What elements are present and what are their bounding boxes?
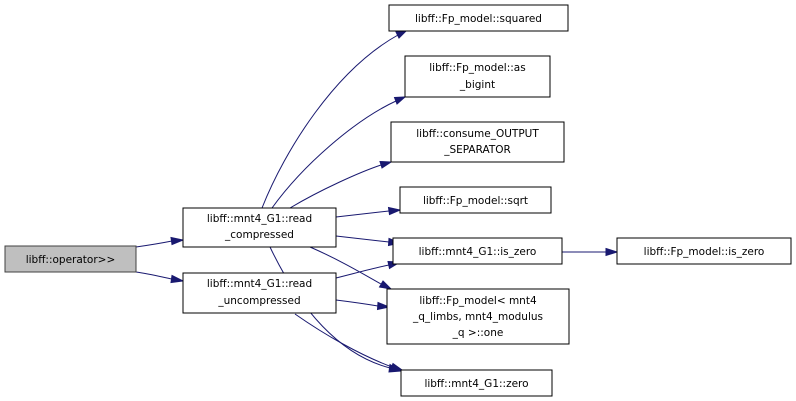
node-label: libff::Fp_model::is_zero (644, 246, 765, 258)
edge-read-compressed-to-g1-is-zero (335, 235, 402, 247)
node-label: libff::mnt4_G1::zero (424, 378, 528, 390)
edge-read-uncompressed-to-zero (294, 313, 404, 371)
node-label: libff::operator>> (26, 254, 116, 266)
edge-read-compressed-to-squared (261, 29, 409, 209)
node-mnt4-g1-is-zero[interactable]: libff::mnt4_G1::is_zero (392, 237, 563, 265)
node-label: _SEPARATOR (443, 144, 511, 156)
node-label: _bigint (459, 79, 495, 91)
nodes-layer: libff::operator>> libff::mnt4_G1::read _… (4, 4, 792, 397)
node-consume-output-separator[interactable]: libff::consume_OUTPUT _SEPARATOR (390, 121, 565, 163)
node-fp-model-squared[interactable]: libff::Fp_model::squared (388, 4, 569, 32)
edge-g1-is-zero-to-fp-is-zero (562, 247, 619, 257)
node-label: _uncompressed (217, 295, 300, 307)
node-label: libff::mnt4_G1::read (207, 213, 312, 225)
node-fp-model-sqrt[interactable]: libff::Fp_model::sqrt (399, 186, 552, 214)
node-label: libff::consume_OUTPUT (416, 128, 539, 140)
node-label: libff::Fp_model::as (429, 62, 525, 74)
node-fp-model-as-bigint[interactable]: libff::Fp_model::as _bigint (404, 55, 551, 98)
edge-read-compressed-to-one (309, 246, 393, 290)
node-label: libff::Fp_model< mnt4 (419, 295, 537, 307)
node-mnt4-g1-zero[interactable]: libff::mnt4_G1::zero (400, 369, 553, 397)
node-fp-model-is-zero[interactable]: libff::Fp_model::is_zero (616, 237, 792, 265)
node-label: _compressed (224, 229, 294, 241)
node-label: libff::mnt4_G1::read (207, 278, 312, 290)
edge-read-compressed-to-as-bigint (271, 96, 407, 209)
node-read-uncompressed[interactable]: libff::mnt4_G1::read _uncompressed (182, 272, 337, 314)
node-label: _q >::one (452, 327, 504, 339)
node-operator-shift-right[interactable]: libff::operator>> (4, 245, 137, 273)
edge-root-to-read-compressed (135, 236, 185, 248)
node-fp-model-one[interactable]: libff::Fp_model< mnt4 _q_limbs, mnt4_mod… (386, 288, 570, 345)
node-label: _q_limbs, mnt4_modulus (412, 311, 543, 323)
edge-root-to-read-uncompressed (135, 271, 185, 284)
edge-read-uncompressed-to-one (335, 299, 391, 311)
edges-layer (135, 29, 619, 373)
edge-read-compressed-to-sqrt (335, 206, 402, 218)
node-label: libff::Fp_model::sqrt (423, 195, 528, 207)
edge-read-compressed-to-consume (289, 160, 393, 209)
node-label: libff::mnt4_G1::is_zero (419, 246, 537, 258)
node-read-compressed[interactable]: libff::mnt4_G1::read _compressed (182, 207, 337, 248)
node-label: libff::Fp_model::squared (415, 13, 542, 25)
